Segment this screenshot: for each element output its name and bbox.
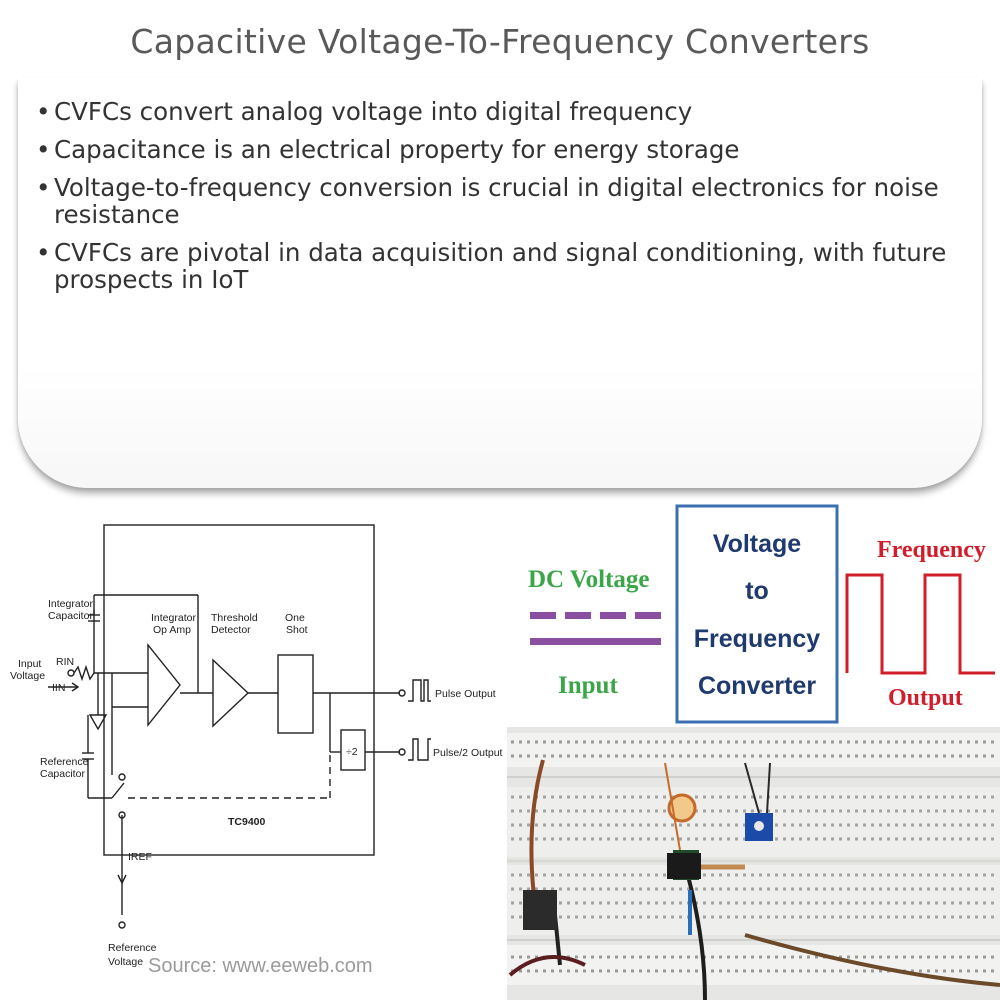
integrator-capacitor-label: Integrator <box>48 598 93 610</box>
reference-voltage-label: Reference <box>108 942 157 954</box>
op-amp-label: Integrator <box>151 612 196 624</box>
converter-line: Voltage <box>713 530 802 558</box>
converter-line: Frequency <box>694 625 821 653</box>
pulse-output-label: Pulse Output <box>435 688 496 700</box>
bullet-item: CVFCs convert analog voltage into digita… <box>36 98 966 125</box>
threshold-label: Detector <box>211 624 251 636</box>
bullet-item: Capacitance is an electrical property fo… <box>36 136 966 163</box>
source-caption: Source: www.eeweb.com <box>148 955 373 977</box>
bullet-item: CVFCs are pivotal in data acquisition an… <box>36 239 966 293</box>
pulse2-output-label: Pulse/2 Output <box>433 747 503 759</box>
threshold-label: Threshold <box>211 612 258 624</box>
integrator-capacitor-label: Capacitor <box>48 610 93 622</box>
input-voltage-label: Voltage <box>10 670 45 682</box>
output-label: Output <box>888 685 963 711</box>
chip-outline <box>103 524 375 856</box>
converter-line: Converter <box>698 672 816 700</box>
one-shot-label: One <box>285 612 305 624</box>
one-shot-label: Shot <box>286 624 308 636</box>
converter-illustration: DC Voltage Input Voltage to Frequency Co… <box>507 504 1000 1000</box>
page-title: Capacitive Voltage-To-Frequency Converte… <box>130 22 870 61</box>
one-shot-block <box>277 654 314 734</box>
chip-label: TC9400 <box>228 816 266 828</box>
frequency-square-wave <box>845 573 995 675</box>
bullet-item: Voltage-to-frequency conversion is cruci… <box>36 174 966 228</box>
input-voltage-label: Input <box>18 658 41 670</box>
iin-label: IIN <box>52 682 65 694</box>
converter-box <box>675 504 839 724</box>
threshold-detector <box>212 658 250 728</box>
reference-capacitor-label: Capacitor <box>40 768 85 780</box>
frequency-label: Frequency <box>877 537 986 563</box>
converter-line: to <box>745 577 769 605</box>
divider-label: ÷2 <box>346 746 358 758</box>
divider-block <box>340 729 366 771</box>
input-label: Input <box>558 672 618 699</box>
iref-label: IREF <box>128 851 152 863</box>
reference-capacitor-label: Reference <box>40 756 89 768</box>
breadboard-photo <box>507 727 1000 1000</box>
integrator-op-amp <box>147 643 181 727</box>
dc-dashes <box>530 612 661 645</box>
dc-voltage-label: DC Voltage <box>528 566 650 593</box>
bullet-list: CVFCs convert analog voltage into digita… <box>36 98 966 304</box>
circuit-diagram: Integrator Capacitor Integrator Op Amp T… <box>10 524 503 968</box>
rin-label: RIN <box>56 656 74 668</box>
op-amp-label: Op Amp <box>153 624 191 636</box>
reference-voltage-label: Voltage <box>108 956 143 968</box>
